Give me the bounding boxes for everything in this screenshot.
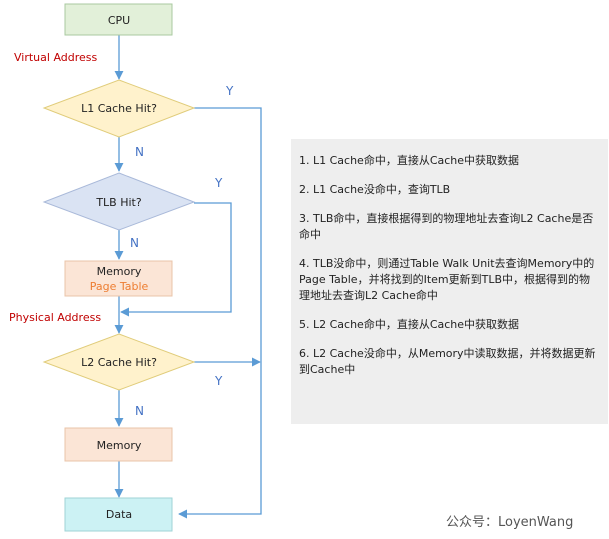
tlb-yes-label: Y bbox=[214, 176, 223, 190]
l2-yes-label: Y bbox=[214, 374, 223, 388]
note-item-1: 1. L1 Cache命中，直接从Cache中获取数据 bbox=[299, 154, 520, 167]
l2-no-label: N bbox=[135, 404, 144, 418]
page-table-title: Memory bbox=[97, 265, 142, 278]
note-item-5: 5. L2 Cache命中，直接从Cache中获取数据 bbox=[299, 318, 520, 331]
cpu-node: CPU bbox=[64, 3, 173, 36]
flow-connectors bbox=[114, 35, 262, 519]
l1-yes-label: Y bbox=[225, 84, 234, 98]
memory-label: Memory bbox=[97, 439, 142, 452]
explanation-panel: 1. L1 Cache命中，直接从Cache中获取数据 2. L1 Cache没… bbox=[291, 139, 608, 424]
tlb-no-label: N bbox=[130, 236, 139, 250]
l1-cache-hit-decision: L1 Cache Hit? bbox=[42, 79, 196, 138]
page-table-subtitle: Page Table bbox=[90, 280, 149, 293]
l1-cache-hit-label: L1 Cache Hit? bbox=[81, 102, 157, 115]
note-item-2: 2. L1 Cache没命中，查询TLB bbox=[299, 183, 451, 196]
data-label: Data bbox=[106, 508, 132, 521]
data-node: Data bbox=[64, 497, 173, 532]
virtual-address-label: Virtual Address bbox=[14, 51, 98, 64]
arrow-l1-yes-to-data bbox=[178, 107, 262, 519]
note-item-4: 4. TLB没命中，则通过Table Walk Unit去查询Memory中的P… bbox=[299, 257, 595, 302]
physical-address-label: Physical Address bbox=[9, 311, 101, 324]
tlb-hit-decision: TLB Hit? bbox=[42, 172, 196, 231]
arrow-tlb-yes-to-physical bbox=[120, 202, 232, 317]
memory-node: Memory bbox=[64, 427, 173, 462]
tlb-hit-label: TLB Hit? bbox=[95, 196, 142, 209]
note-item-6: 6. L2 Cache没命中，从Memory中读取数据，并将数据更新到Cache… bbox=[299, 347, 596, 376]
cpu-label: CPU bbox=[108, 14, 130, 27]
note-item-3: 3. TLB命中，直接根据得到的物理地址去查询L2 Cache是否命中 bbox=[299, 212, 594, 241]
page-table-node: Memory Page Table bbox=[64, 260, 173, 297]
l2-cache-hit-decision: L2 Cache Hit? bbox=[42, 333, 196, 391]
l1-no-label: N bbox=[135, 145, 144, 159]
l2-cache-hit-label: L2 Cache Hit? bbox=[81, 356, 157, 369]
watermark-text: 公众号：LoyenWang bbox=[446, 515, 574, 530]
